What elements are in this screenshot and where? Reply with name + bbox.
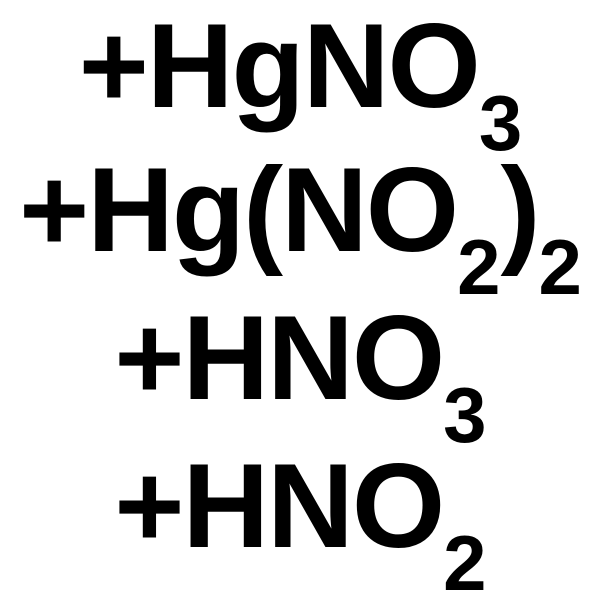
plus-sign: + xyxy=(78,0,149,133)
formula-mercury-ii-nitrite: +Hg(NO2)2 xyxy=(0,150,601,306)
plus-sign: + xyxy=(114,291,184,425)
formula-mercury-i-nitrate: +HgNO3 xyxy=(0,6,601,162)
subscript: 3 xyxy=(478,78,523,167)
formula-nitric-acid: +HNO3 xyxy=(0,298,601,454)
formula-body-closing-paren: ) xyxy=(500,143,541,277)
formula-body: HNO xyxy=(182,439,446,573)
subscript: 2 xyxy=(443,518,487,607)
plus-sign: + xyxy=(114,439,184,573)
formula-body: Hg(NO xyxy=(87,143,459,277)
subscript: 3 xyxy=(443,370,487,459)
formula-body: HNO xyxy=(182,291,446,425)
subscript: 2 xyxy=(457,222,501,311)
subscript: 2 xyxy=(538,222,582,311)
formula-nitrous-acid: +HNO2 xyxy=(0,446,601,602)
formula-body: HgNO xyxy=(146,0,481,133)
plus-sign: + xyxy=(19,143,89,277)
